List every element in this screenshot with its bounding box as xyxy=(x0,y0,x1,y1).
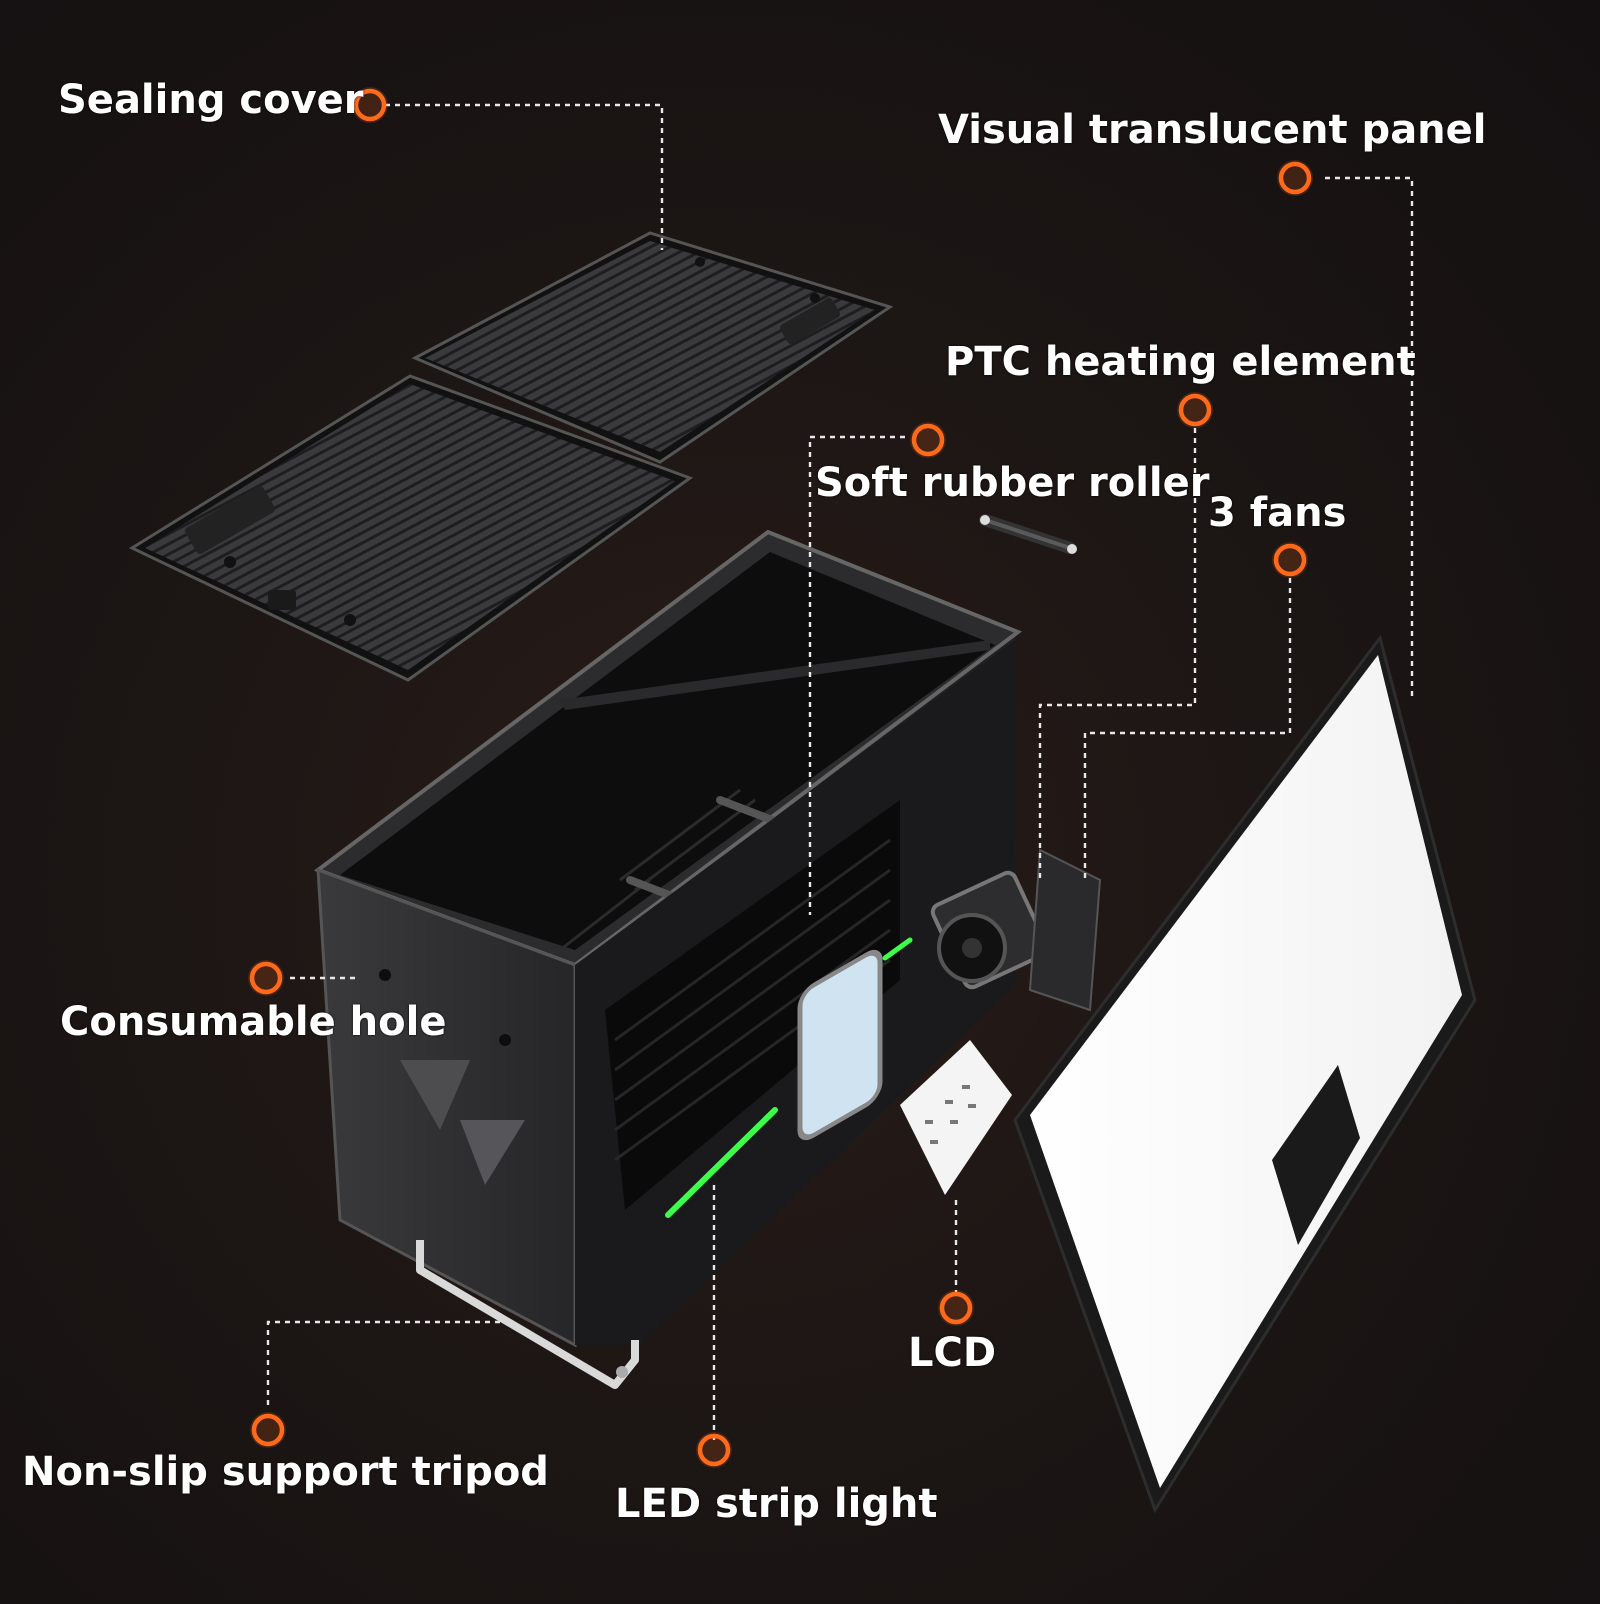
sealing-cover-front xyxy=(128,374,694,682)
sealing-cover-back xyxy=(411,231,894,464)
rubber-roller xyxy=(979,514,1077,554)
dryer-box xyxy=(313,529,1023,1389)
label-ptc-heating: PTC heating element xyxy=(945,339,1416,385)
callout-markers xyxy=(248,87,1313,1468)
marker-sealing-cover xyxy=(352,87,388,123)
marker-tripod xyxy=(250,1412,286,1448)
label-consumable-hole: Consumable hole xyxy=(60,999,447,1045)
marker-consumable-hole xyxy=(248,960,284,996)
marker-fans xyxy=(1272,542,1308,578)
marker-lcd xyxy=(938,1290,974,1326)
label-led-strip: LED strip light xyxy=(615,1481,938,1527)
marker-led-strip xyxy=(696,1432,732,1468)
label-fans: 3 fans xyxy=(1208,490,1347,536)
marker-soft-roller xyxy=(910,422,946,458)
marker-visual-panel xyxy=(1277,160,1313,196)
translucent-panel xyxy=(1013,634,1477,1514)
label-sealing-cover: Sealing cover xyxy=(58,77,364,123)
lcd-card xyxy=(900,1040,1012,1195)
label-lcd: LCD xyxy=(908,1330,997,1376)
label-tripod: Non-slip support tripod xyxy=(22,1449,549,1495)
label-visual-panel: Visual translucent panel xyxy=(938,107,1487,153)
marker-ptc-heating xyxy=(1177,392,1213,428)
leader-lines xyxy=(266,103,1414,1440)
label-soft-roller: Soft rubber roller xyxy=(815,460,1210,506)
fan-assembly xyxy=(930,848,1102,1012)
